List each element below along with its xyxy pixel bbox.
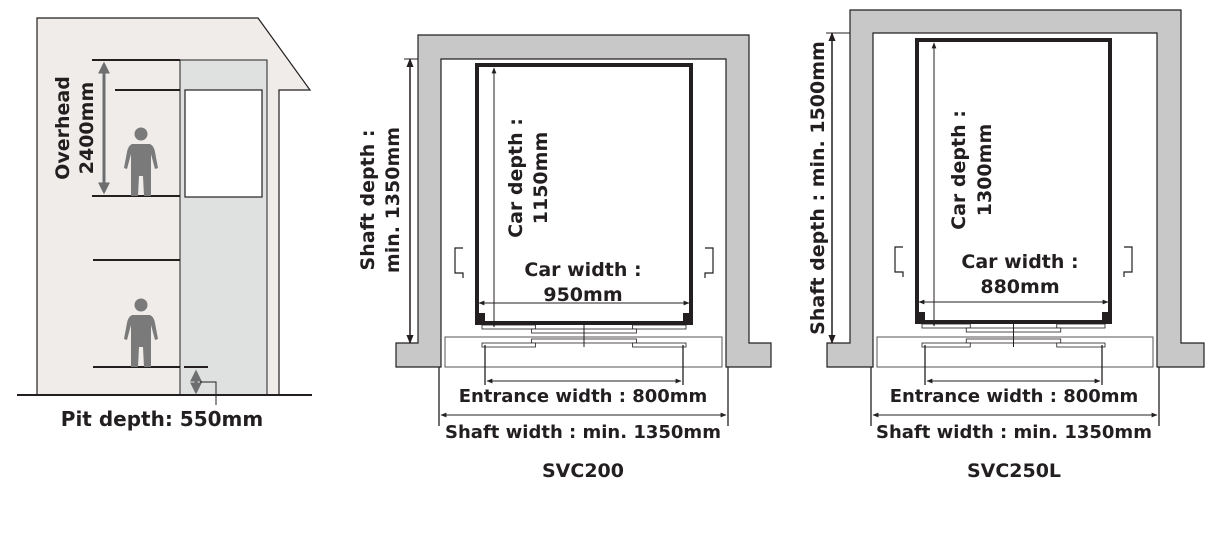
overhead-label: Overhead — [52, 76, 74, 180]
entrance-width-label: Entrance width : 800mm — [890, 386, 1139, 407]
shaft-width-label: Shaft width : min. 1350mm — [876, 422, 1152, 443]
guide-rail — [704, 247, 714, 278]
landing-door — [1056, 342, 1106, 348]
car-depth-label: Car depth : — [505, 118, 527, 238]
car-door — [921, 323, 971, 329]
landing-sill — [444, 336, 723, 368]
guide-rail — [1123, 246, 1133, 277]
entrance-width-label: Entrance width : 800mm — [459, 386, 708, 407]
guide-rail — [454, 247, 464, 278]
shaft-depth-label: Shaft depth : min. 1500mm — [807, 41, 829, 335]
car-depth-label: Car depth : — [948, 110, 970, 230]
car-corner — [475, 313, 485, 325]
car-depth-value: 1300mm — [974, 124, 996, 216]
car-width-value: 950mm — [543, 284, 622, 306]
shaft-wall — [395, 34, 772, 368]
plan-svc250l — [826, 9, 1205, 426]
svc200-labels: Shaft depth : min. 1350mm Car depth : 11… — [357, 118, 721, 482]
model-name: SVC200 — [542, 460, 624, 482]
pit-leader-line — [200, 381, 217, 405]
car-corner — [1102, 312, 1112, 324]
car-corner — [915, 312, 925, 324]
car-door — [481, 324, 536, 330]
landing-door — [1013, 338, 1062, 344]
car-depth-value: 1150mm — [530, 132, 552, 224]
car-width-value: 880mm — [980, 276, 1059, 298]
car-door — [531, 328, 585, 334]
car-door — [1056, 323, 1106, 329]
landing-door — [531, 338, 585, 344]
landing-door — [965, 338, 1014, 344]
car-width-label: Car width : — [961, 251, 1078, 273]
shaft-width-label: Shaft width : min. 1350mm — [445, 422, 721, 443]
pit-depth-label: Pit depth: 550mm — [61, 407, 263, 431]
car-door — [583, 328, 637, 334]
car-corner — [683, 313, 693, 325]
landing-sill — [876, 336, 1154, 368]
shaft-depth-label: Shaft depth : — [357, 130, 379, 271]
plan-svc200 — [395, 34, 772, 426]
landing-door — [481, 342, 536, 348]
side-view-building: Overhead 2400mm Pit depth: 550mm — [17, 17, 312, 431]
landing-door — [632, 342, 687, 348]
car-outline — [915, 38, 1112, 324]
car-door — [632, 324, 687, 330]
car-width-label: Car width : — [524, 259, 641, 281]
landing-door — [921, 342, 971, 348]
shaft-wall — [826, 9, 1205, 368]
landing-door — [583, 338, 637, 344]
guide-rail — [894, 246, 904, 277]
svc250l-labels: Shaft depth : min. 1500mm Car depth : 13… — [807, 41, 1152, 482]
car-door — [965, 327, 1014, 333]
building-outline — [36, 17, 312, 395]
model-name: SVC250L — [967, 460, 1061, 482]
elevator-car — [184, 89, 263, 198]
overhead-value: 2400mm — [76, 82, 98, 174]
shaft-depth-value: min. 1350mm — [382, 127, 404, 273]
car-door — [1013, 327, 1062, 333]
car-outline — [475, 63, 693, 325]
